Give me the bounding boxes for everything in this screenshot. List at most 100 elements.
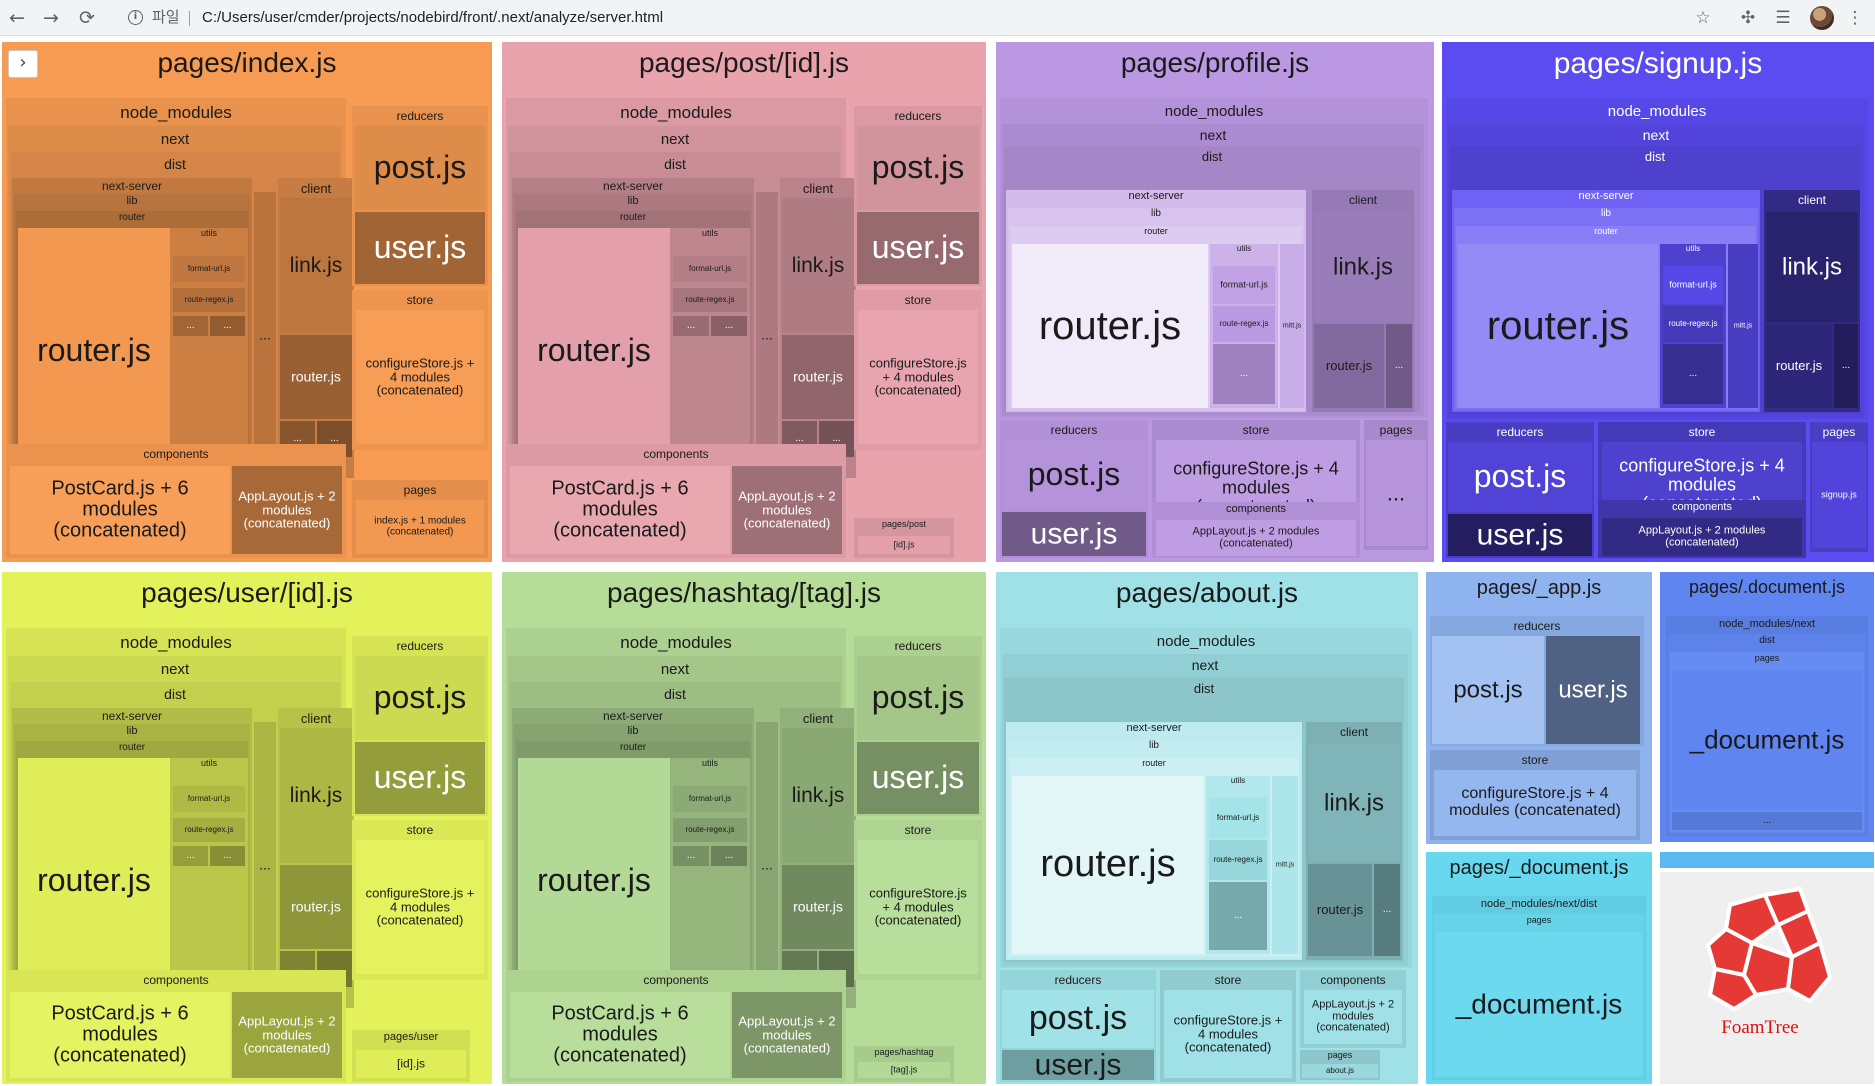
page-document2-document-js[interactable]: _document.js <box>1436 932 1642 1076</box>
page-signup-signup-js[interactable]: signup.js <box>1812 442 1866 548</box>
page-signup-mitt[interactable]: mitt.js <box>1728 244 1758 408</box>
page-about-client-router-js[interactable]: router.js <box>1308 864 1372 956</box>
page-user-format-url[interactable]: format-url.js <box>173 786 245 812</box>
page-post-applayout[interactable]: AppLayout.js + 2 modules (concatenated) <box>732 466 842 554</box>
reading-list-icon[interactable]: ☰ <box>1775 8 1791 28</box>
page-post-small-module[interactable]: ... <box>711 316 747 336</box>
page-post-configure-store[interactable]: configureStore.js + 4 modules (concatena… <box>858 310 978 444</box>
page-hashtag-format-url[interactable]: format-url.js <box>673 786 747 812</box>
page-index-link-js[interactable]: link.js <box>280 198 352 333</box>
page-post-small-module[interactable]: ... <box>673 316 709 336</box>
page-hashtag-client-router-js[interactable]: router.js <box>782 865 854 949</box>
page-hashtag-post-js[interactable]: post.js <box>857 656 979 740</box>
page-hashtag-misc-modules[interactable]: ... <box>756 722 778 1008</box>
page-profile-router-js[interactable]: router.js <box>1012 244 1208 408</box>
page-hashtag-applayout[interactable]: AppLayout.js + 2 modules (concatenated) <box>732 992 842 1078</box>
page-user-applayout[interactable]: AppLayout.js + 2 modules (concatenated) <box>232 992 342 1078</box>
page-profile-link-js[interactable]: link.js <box>1314 212 1412 322</box>
page-signup-router-js[interactable]: router.js <box>1458 244 1658 408</box>
sidebar-toggle-button[interactable]: › <box>8 50 38 78</box>
page-post-router-js[interactable]: router.js <box>518 228 670 474</box>
forward-icon[interactable]: → <box>43 7 59 29</box>
page-profile-pages-dots[interactable]: ... <box>1366 440 1426 546</box>
page-user-link-js[interactable]: link.js <box>280 728 352 863</box>
page-document-document-js[interactable]: _document.js <box>1672 670 1862 810</box>
page-index-small-module[interactable]: ... <box>173 316 208 336</box>
page-app-configure-store[interactable]: configureStore.js + 4 modules (concatena… <box>1434 770 1636 836</box>
page-app-post-js[interactable]: post.js <box>1432 636 1544 744</box>
page-post-postcard[interactable]: PostCard.js + 6 modules (concatenated) <box>510 466 730 554</box>
page-hashtag-route-regex[interactable]: route-regex.js <box>673 818 747 842</box>
page-index-small-module[interactable]: ... <box>210 316 245 336</box>
profile-avatar[interactable] <box>1810 6 1834 30</box>
info-icon[interactable]: i <box>128 10 143 25</box>
page-signup-small-module[interactable]: ... <box>1834 324 1858 408</box>
page-index-postcard[interactable]: PostCard.js + 6 modules (concatenated) <box>10 466 230 554</box>
page-post-link-js[interactable]: link.js <box>782 198 854 333</box>
page-signup-user-js[interactable]: user.js <box>1448 514 1592 556</box>
page-about-configure-store[interactable]: configureStore.js + 4 modules (concatena… <box>1164 990 1292 1078</box>
page-user-router-js[interactable]: router.js <box>18 758 170 1004</box>
page-about-mitt[interactable]: mitt.js <box>1272 776 1298 954</box>
page-hashtag-router-js[interactable]: router.js <box>518 758 670 1004</box>
page-user-postcard[interactable]: PostCard.js + 6 modules (concatenated) <box>10 992 230 1078</box>
page-profile-user-js[interactable]: user.js <box>1002 512 1146 556</box>
page-hashtag-configure-store[interactable]: configureStore.js + 4 modules (concatena… <box>858 840 978 974</box>
page-user-route-regex[interactable]: route-regex.js <box>173 818 245 842</box>
page-profile-format-url[interactable]: format-url.js <box>1213 266 1275 304</box>
page-post-client-router-js[interactable]: router.js <box>782 335 854 419</box>
page-post-user-js[interactable]: user.js <box>857 212 979 284</box>
page-about-post-js[interactable]: post.js <box>1002 990 1154 1048</box>
url-text[interactable]: C:/Users/user/cmder/projects/nodebird/fr… <box>202 9 664 26</box>
page-index-format-url[interactable]: format-url.js <box>173 256 245 282</box>
page-hashtag-small-module[interactable]: ... <box>711 846 747 866</box>
page-signup-post-js[interactable]: post.js <box>1448 442 1592 512</box>
bookmark-star-icon[interactable]: ☆ <box>1695 8 1711 28</box>
page-about-user-js[interactable]: user.js <box>1002 1050 1154 1080</box>
page-signup-link-js[interactable]: link.js <box>1766 212 1858 322</box>
page-index-misc-modules[interactable]: ... <box>254 192 276 478</box>
page-profile-post-js[interactable]: post.js <box>1002 440 1146 510</box>
page-about-route-regex[interactable]: route-regex.js <box>1209 840 1267 880</box>
page-profile-small-module[interactable]: ... <box>1213 344 1275 404</box>
page-index-applayout[interactable]: AppLayout.js + 2 modules (concatenated) <box>232 466 342 554</box>
treemap-cell[interactable] <box>1660 852 1874 868</box>
page-app-user-js[interactable]: user.js <box>1546 636 1640 744</box>
page-index-client-router-js[interactable]: router.js <box>280 335 352 419</box>
page-about-small-module[interactable]: ... <box>1209 882 1267 950</box>
page-post-format-url[interactable]: format-url.js <box>673 256 747 282</box>
page-post-route-regex[interactable]: route-regex.js <box>673 288 747 312</box>
page-hashtag-user-js[interactable]: user.js <box>857 742 979 814</box>
page-profile-mitt[interactable]: mitt.js <box>1280 244 1304 408</box>
page-document-dots[interactable]: ... <box>1672 812 1862 830</box>
page-signup-route-regex[interactable]: route-regex.js <box>1663 306 1723 342</box>
page-user-misc-modules[interactable]: ... <box>254 722 276 1008</box>
page-about-about-js[interactable]: about.js <box>1302 1064 1378 1078</box>
back-icon[interactable]: ← <box>9 7 25 29</box>
page-signup-applayout[interactable]: AppLayout.js + 2 modules (concatenated) <box>1602 518 1802 556</box>
page-hashtag-small-module[interactable]: ... <box>673 846 709 866</box>
page-user-client-router-js[interactable]: router.js <box>280 865 352 949</box>
menu-kebab-icon[interactable]: ⋮ <box>1846 8 1864 28</box>
page-profile-client-router-js[interactable]: router.js <box>1314 324 1384 408</box>
page-signup-small-module[interactable]: ... <box>1663 344 1723 404</box>
page-index-route-regex[interactable]: route-regex.js <box>173 288 245 312</box>
page-profile-route-regex[interactable]: route-regex.js <box>1213 306 1275 342</box>
page-user-configure-store[interactable]: configureStore.js + 4 modules (concatena… <box>356 840 484 974</box>
page-profile-small-module[interactable]: ... <box>1386 324 1412 408</box>
page-about-small-module[interactable]: ... <box>1374 864 1400 956</box>
page-user-post-js[interactable]: post.js <box>355 656 485 740</box>
page-signup-format-url[interactable]: format-url.js <box>1663 266 1723 304</box>
page-about-link-js[interactable]: link.js <box>1308 744 1400 862</box>
page-user-user-js[interactable]: user.js <box>355 742 485 814</box>
page-profile-applayout[interactable]: AppLayout.js + 2 modules (concatenated) <box>1156 520 1356 556</box>
page-post-post-js[interactable]: post.js <box>857 126 979 210</box>
page-index-router-js[interactable]: router.js <box>18 228 170 474</box>
page-hashtag-link-js[interactable]: link.js <box>782 728 854 863</box>
page-post-id-js[interactable]: [id].js <box>858 536 950 554</box>
page-hashtag-tag-js[interactable]: [tag].js <box>858 1062 950 1078</box>
address-bar[interactable]: i 파일 C:/Users/user/cmder/projects/nodebi… <box>116 5 1696 31</box>
page-index-index-mods[interactable]: index.js + 1 modules (concatenated) <box>356 500 484 554</box>
page-index-configure-store[interactable]: configureStore.js + 4 modules (concatena… <box>356 310 484 444</box>
page-about-router-js[interactable]: router.js <box>1012 776 1204 954</box>
